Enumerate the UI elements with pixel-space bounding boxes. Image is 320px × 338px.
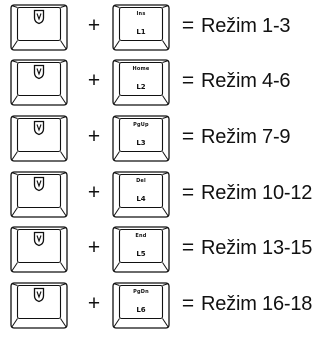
mode-label: Režim 16-18 [201,293,313,315]
key-legend-top: Del [136,178,146,184]
key-legend-bottom: L3 [136,139,146,147]
mode-label: Režim 4-6 [201,70,291,92]
plus-sign: + [87,292,101,315]
combo-row-2: + Home L2 = Režim 4-6 [0,59,320,107]
logo-key [10,115,68,162]
brand-logo-icon [33,287,45,303]
equals-sign: = [181,125,195,148]
plus-sign: + [87,181,101,204]
equals-sign: = [181,14,195,37]
mode-label: Režim 10-12 [201,182,313,204]
brand-logo-icon [33,64,45,80]
logo-key [10,59,68,106]
key-legend-top: Ins [136,11,146,17]
equals-sign: = [181,236,195,259]
combo-row-4: + Del L4 = Režim 10-12 [0,171,320,219]
equals-sign: = [181,181,195,204]
fn-key-l5: End L5 [112,226,170,273]
brand-logo-icon [33,9,45,25]
brand-logo-icon [33,120,45,136]
combo-row-1: + Ins L1 = Režim 1-3 [0,4,320,52]
equals-sign: = [181,69,195,92]
logo-key [10,226,68,273]
key-legend-bottom: L2 [136,83,146,91]
fn-key-l1: Ins L1 [112,4,170,51]
fn-key-l6: PgDn L6 [112,282,170,329]
fn-key-l4: Del L4 [112,171,170,218]
plus-sign: + [87,125,101,148]
logo-key [10,282,68,329]
combo-row-3: + PgUp L3 = Režim 7-9 [0,115,320,163]
key-legend-top: PgUp [133,122,149,128]
fn-key-l3: PgUp L3 [112,115,170,162]
key-legend-top: End [135,233,147,239]
key-legend-bottom: L4 [136,195,146,203]
key-legend-bottom: L1 [136,28,146,36]
fn-key-l2: Home L2 [112,59,170,106]
combo-row-6: + PgDn L6 = Režim 16-18 [0,282,320,330]
plus-sign: + [87,69,101,92]
key-legend-bottom: L5 [136,250,146,258]
key-legend-bottom: L6 [136,306,146,314]
brand-logo-icon [33,231,45,247]
plus-sign: + [87,236,101,259]
plus-sign: + [87,14,101,37]
mode-label: Režim 1-3 [201,15,291,37]
key-legend-top: Home [132,66,150,72]
brand-logo-icon [33,176,45,192]
combo-row-5: + End L5 = Režim 13-15 [0,226,320,274]
mode-label: Režim 7-9 [201,126,291,148]
key-legend-top: PgDn [133,289,149,295]
logo-key [10,4,68,51]
logo-key [10,171,68,218]
equals-sign: = [181,292,195,315]
mode-label: Režim 13-15 [201,237,313,259]
